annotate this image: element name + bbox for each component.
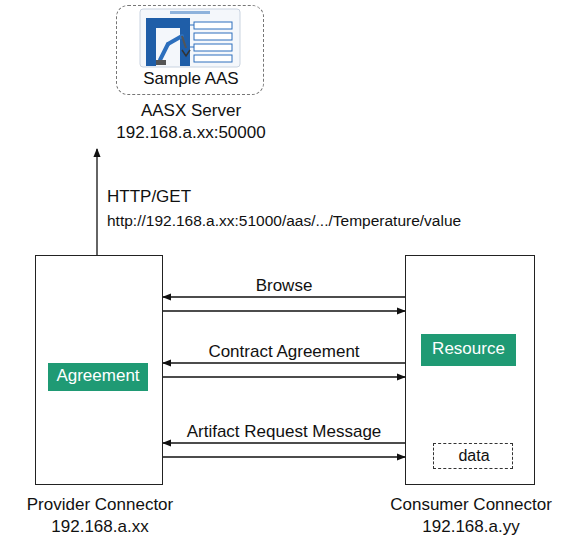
logo-field [194, 22, 232, 29]
logo-band [170, 11, 210, 14]
logo-field [194, 44, 232, 51]
server-box: Sample AASAASX Server192.168.a.xx:50000 [116, 5, 264, 95]
robot-gripper [182, 50, 190, 56]
logo-tick [190, 25, 194, 26]
data-box: data [433, 443, 513, 469]
edge-label: HTTP/GET [105, 187, 193, 207]
connector-arrow [163, 296, 405, 297]
aas-logo [140, 9, 240, 67]
edge-label: Artifact Request Message [185, 422, 384, 442]
connector-box: Provider Connector192.168.a.xxAgreement [35, 255, 163, 485]
connector-arrow [96, 149, 97, 255]
connector-box: Consumer Connector192.168.a.yyResourceda… [405, 255, 535, 485]
node-caption: Provider Connector [27, 494, 173, 516]
connector-arrow [163, 310, 405, 311]
logo-field [194, 33, 232, 40]
logo-card [140, 9, 240, 67]
node-caption: AASX Server [141, 100, 241, 122]
connector-arrow [163, 456, 405, 457]
node-label: Resource [432, 338, 505, 360]
url-label: http://192.168.a.xx:51000/aas/.../Temper… [105, 211, 463, 231]
connector-arrow [163, 362, 405, 363]
robot-base [156, 60, 166, 65]
logo-arch [146, 18, 190, 66]
robot-arm [182, 36, 186, 48]
logo-tick [190, 47, 194, 48]
edge-label: Contract Agreement [206, 342, 361, 362]
resource-box: Resource [421, 334, 516, 366]
node-label: Sample AAS [143, 68, 238, 90]
node-label: Agreement [56, 365, 139, 387]
node-caption: 192.168.a.yy [422, 516, 519, 538]
robot-arm [168, 36, 182, 44]
connector-arrow [163, 442, 405, 443]
robot-arm [160, 44, 168, 60]
agreement-box: Agreement [48, 363, 148, 391]
node-label: data [458, 445, 489, 467]
node-caption: 192.168.a.xx [51, 516, 148, 538]
node-caption: Consumer Connector [390, 494, 552, 516]
connector-arrow [163, 376, 405, 377]
node-caption: 192.168.a.xx:50000 [116, 122, 265, 144]
edge-label: Browse [254, 276, 315, 296]
logo-field [194, 55, 232, 62]
